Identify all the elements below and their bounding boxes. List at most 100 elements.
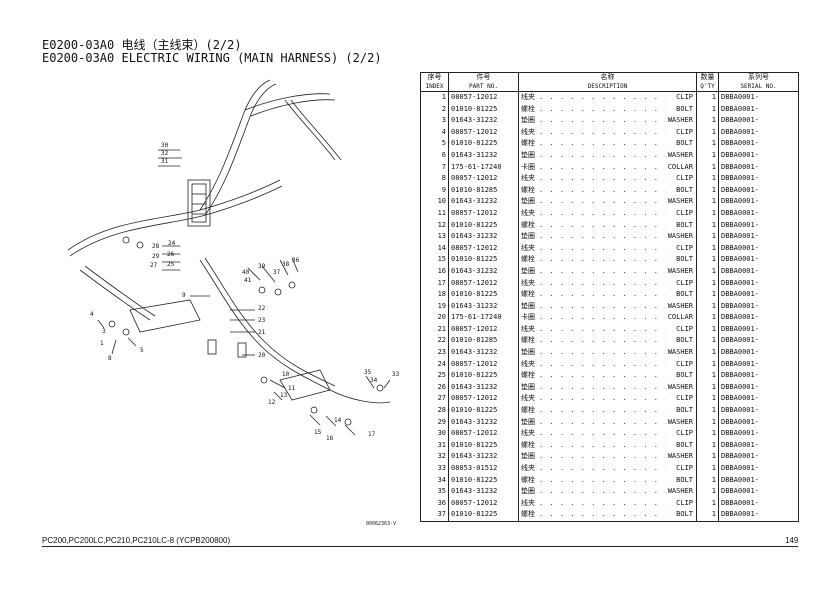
cell-description: . . . . . . . . . . . . . . . . . . . . …: [518, 149, 697, 162]
callout-10: 10: [282, 371, 290, 378]
cell-qty: 1: [696, 509, 719, 522]
desc-en: CLIP: [675, 393, 693, 406]
cell-serial: DBBA0001-: [718, 335, 799, 348]
cell-serial: DBBA0001-: [718, 103, 799, 116]
desc-en: BOLT: [675, 184, 693, 197]
model-footer: PC200,PC200LC,PC210,PC210LC-8 (YCPB20080…: [42, 536, 231, 545]
cell-serial: DBBA0001-: [718, 219, 799, 232]
cell-description: . . . . . . . . . . . . . . . . . . . . …: [518, 265, 697, 278]
page-number: 149: [785, 536, 799, 545]
callout-27: 27: [150, 262, 158, 269]
cell-part-number: 01643-31232: [448, 231, 519, 243]
cell-part-number: 01643-31232: [448, 486, 519, 498]
callout-22: 22: [258, 305, 266, 312]
cell-part-number: 01010-81225: [448, 439, 519, 452]
cell-serial: DBBA0001-: [718, 126, 799, 139]
cell-description: . . . . . . . . . . . . . . . . . . . . …: [518, 103, 697, 116]
leader-dots: . . . . . . . . . . . . . . . . . . . . …: [539, 452, 666, 461]
callout-8: 8: [108, 355, 112, 362]
cell-description: . . . . . . . . . . . . . . . . . . . . …: [518, 497, 697, 510]
cell-qty: 1: [696, 323, 719, 336]
leader-dots: . . . . . . . . . . . . . . . . . . . . …: [539, 382, 666, 391]
desc-cn: 螺栓: [521, 138, 536, 150]
cell-serial: DBBA0001-: [718, 289, 799, 301]
cell-index: 17: [420, 277, 449, 290]
cell-description: . . . . . . . . . . . . . . . . . . . . …: [518, 91, 697, 104]
desc-cn: 垫圈: [521, 347, 536, 359]
cell-part-number: 01643-31232: [448, 265, 519, 278]
desc-en: CLIP: [675, 242, 693, 255]
cell-part-number: 01643-31232: [448, 416, 519, 429]
cell-serial: DBBA0001-: [718, 405, 799, 417]
callout-20: 20: [258, 352, 266, 359]
cell-qty: 1: [696, 91, 719, 104]
desc-cn: 螺栓: [521, 219, 536, 232]
cell-index: 22: [420, 335, 449, 348]
cell-part-number: 01010-81225: [448, 103, 519, 116]
cell-part-number: 08057-12012: [448, 277, 519, 290]
cell-description: . . . . . . . . . . . . . . . . . . . . …: [518, 335, 697, 348]
cell-serial: DBBA0001-: [718, 416, 799, 429]
cell-serial: DBBA0001-: [718, 231, 799, 243]
header-qty-en: Q'TY: [696, 82, 719, 92]
callout-13: 13: [280, 392, 288, 399]
cell-qty: 1: [696, 231, 719, 243]
leader-dots: . . . . . . . . . . . . . . . . . . . . …: [539, 185, 666, 194]
leader-dots: . . . . . . . . . . . . . . . . . . . . …: [539, 475, 666, 484]
cell-description: . . . . . . . . . . . . . . . . . . . . …: [518, 138, 697, 150]
desc-en: CLIP: [675, 428, 693, 440]
footer-divider: [42, 546, 798, 547]
cell-index: 32: [420, 451, 449, 463]
cell-index: 12: [420, 219, 449, 232]
callout-26: 26: [167, 251, 175, 258]
cell-index: 23: [420, 347, 449, 359]
cell-qty: 1: [696, 335, 719, 348]
callout-40: 40: [242, 269, 250, 276]
cell-qty: 1: [696, 393, 719, 406]
desc-en: WASHER: [666, 265, 693, 278]
callout-5: 5: [140, 347, 144, 354]
cell-serial: DBBA0001-: [718, 254, 799, 266]
desc-cn: 线夹: [521, 126, 536, 139]
leader-dots: . . . . . . . . . . . . . . . . . . . . …: [539, 116, 666, 125]
cell-serial: DBBA0001-: [718, 184, 799, 197]
cell-index: 21: [420, 323, 449, 336]
header-part-cn: 件号: [448, 72, 519, 82]
cell-qty: 1: [696, 405, 719, 417]
cell-part-number: 08057-12012: [448, 393, 519, 406]
cell-description: . . . . . . . . . . . . . . . . . . . . …: [518, 312, 697, 324]
leader-dots: . . . . . . . . . . . . . . . . . . . . …: [539, 278, 666, 287]
cell-part-number: 01010-81225: [448, 509, 519, 522]
cell-qty: 1: [696, 381, 719, 394]
cell-part-number: 08057-12012: [448, 497, 519, 510]
cell-serial: DBBA0001-: [718, 265, 799, 278]
desc-en: CLIP: [675, 463, 693, 475]
leader-dots: . . . . . . . . . . . . . . . . . . . . …: [539, 197, 666, 206]
desc-en: WASHER: [666, 196, 693, 208]
callout-34: 34: [370, 377, 378, 384]
desc-en: BOLT: [675, 370, 693, 382]
cell-index: 18: [420, 289, 449, 301]
leader-dots: . . . . . . . . . . . . . . . . . . . . …: [539, 417, 666, 426]
leader-dots: . . . . . . . . . . . . . . . . . . . . …: [539, 162, 666, 171]
desc-cn: 螺栓: [521, 335, 536, 348]
callout-35: 35: [364, 369, 372, 376]
desc-cn: 垫圈: [521, 451, 536, 463]
desc-en: BOLT: [675, 219, 693, 232]
cell-description: . . . . . . . . . . . . . . . . . . . . …: [518, 370, 697, 382]
cell-qty: 1: [696, 451, 719, 463]
cell-description: . . . . . . . . . . . . . . . . . . . . …: [518, 509, 697, 522]
desc-cn: 螺栓: [521, 254, 536, 266]
callout-31: 31: [161, 158, 169, 165]
